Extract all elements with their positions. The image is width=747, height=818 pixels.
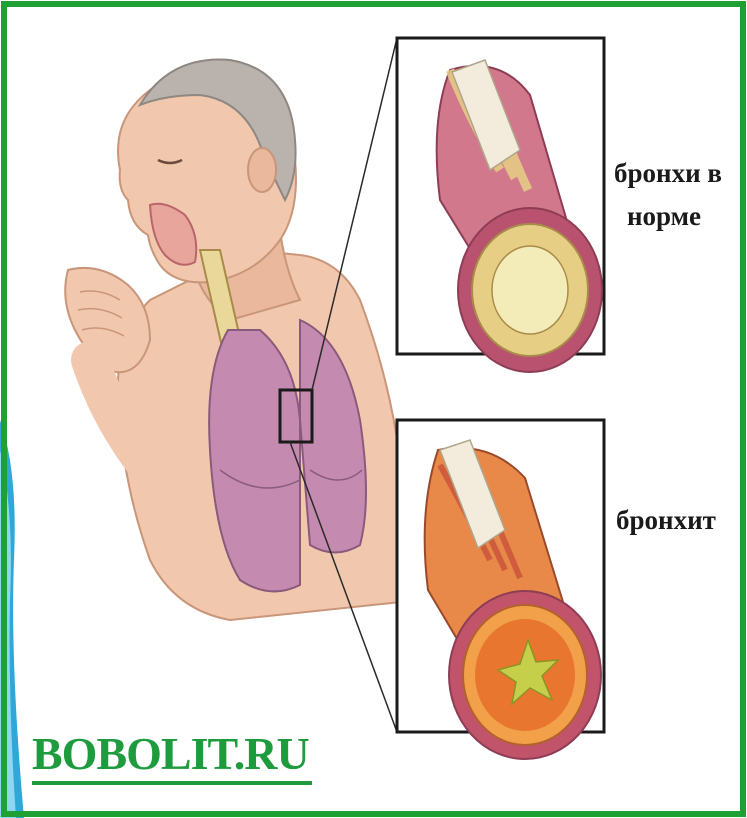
normal-bronchi-label-line1: бронхи в [614, 158, 722, 188]
normal-bronchus-panel [397, 38, 604, 372]
watermark-underline [32, 781, 312, 785]
bronchitis-panel [397, 420, 604, 759]
site-watermark: BOBOLIT.RU [32, 728, 309, 780]
bronchitis-label: бронхит [616, 505, 716, 535]
normal-bronchi-label-line2: норме [627, 201, 701, 231]
